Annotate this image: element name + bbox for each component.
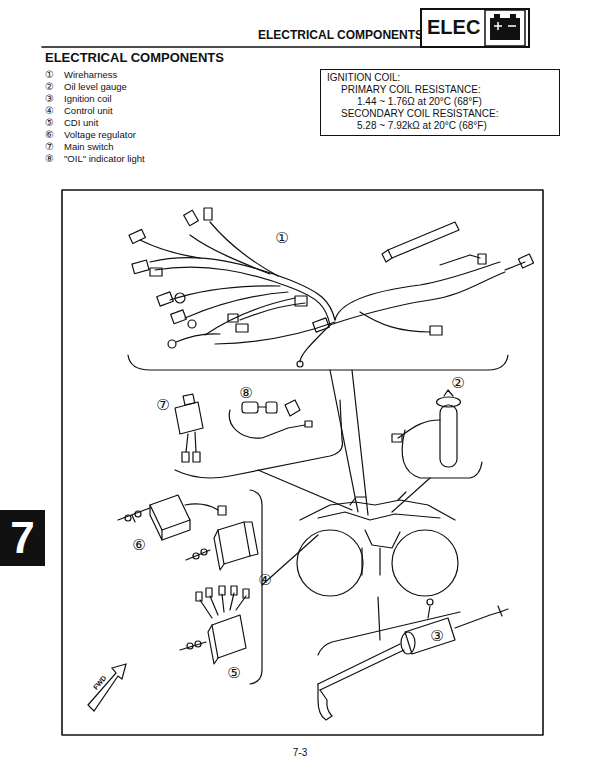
list-number: ⑤ [45,117,54,128]
callout-number: ⑤ [227,665,240,682]
callout-number: ④ [258,572,271,589]
callout-number: ⑧ [239,385,252,402]
list-number: ② [45,81,54,92]
chapter-number: 7 [0,510,45,566]
part-name: Wireharness [64,70,117,80]
part-name: Ignition coil [64,94,112,104]
callout-number: ③ [430,628,443,645]
section-title: ELECTRICAL COMPONENTS [45,51,224,65]
list-number: ① [45,69,54,80]
list-number: ⑥ [45,129,54,140]
part-name: Main switch [64,142,114,152]
part-name: CDI unit [64,118,98,128]
section-tab-box: ELEC [420,8,530,48]
part-name: Voltage regulator [64,130,136,140]
list-number: ④ [45,105,54,116]
part-name: Oil level gauge [64,82,127,92]
list-number: ③ [45,93,54,104]
chapter-tab: 7 [0,510,45,566]
callout-number: ⑥ [132,537,145,554]
list-number: ⑦ [45,141,54,152]
section-code: ELEC [427,17,480,37]
spec-text: SECONDARY COIL RESISTANCE: [327,108,553,120]
spec-text: 1.44 ~ 1.76Ω at 20°C (68°F) [327,96,553,108]
page-header: ELECTRICAL COMPONENTS [258,29,423,42]
list-number: ⑧ [45,153,54,164]
callout-number: ⑦ [156,397,169,414]
spec-text: 5.28 ~ 7.92kΩ at 20°C (68°F) [327,120,553,132]
part-name: "OIL" indicator light [64,154,145,164]
spec-text: IGNITION COIL: [327,72,553,84]
page-number: 7-3 [293,747,307,758]
part-name: Control unit [64,106,113,116]
battery-icon [484,10,526,46]
spec-text: PRIMARY COIL RESISTANCE: [327,84,553,96]
callout-number: ② [451,375,464,392]
spec-box: IGNITION COIL:PRIMARY COIL RESISTANCE:1.… [320,69,560,136]
callout-number: ① [275,230,288,247]
